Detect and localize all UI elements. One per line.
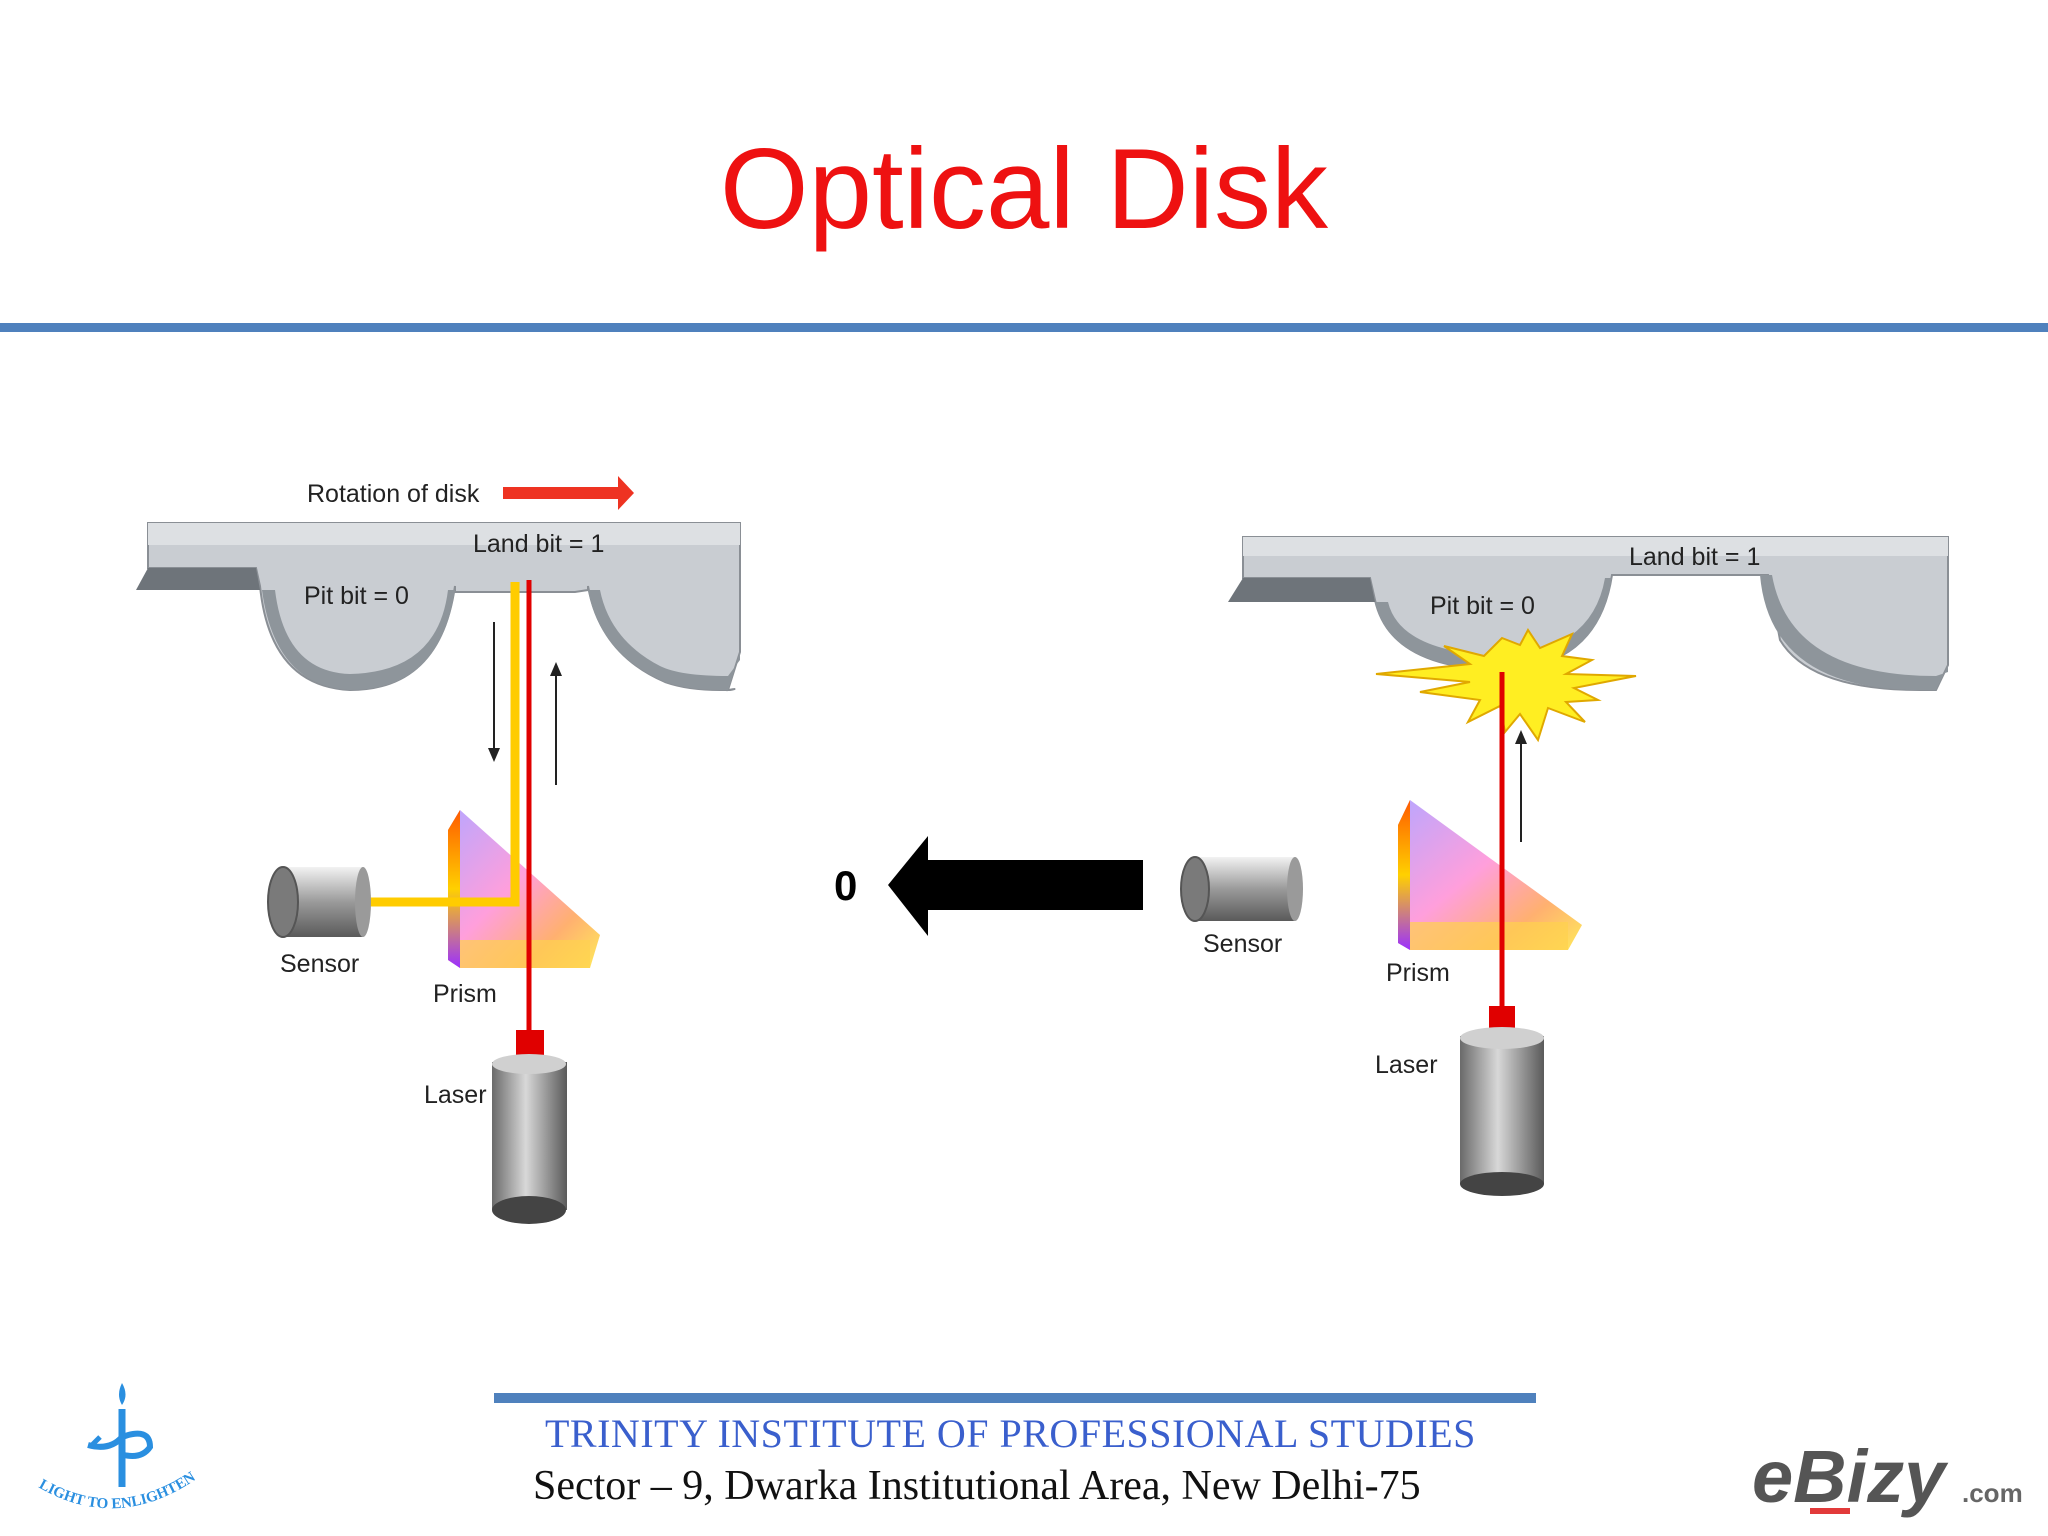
left-pit-bit-label: Pit bit = 0 <box>304 582 409 610</box>
right-land-bit-label: Land bit = 1 <box>1629 543 1760 571</box>
right-sensor-label: Sensor <box>1203 930 1282 958</box>
institute-logo-text: LIGHT TO ENLIGHTEN <box>36 1469 198 1512</box>
right-read-diagram: Land bit = 1 Pit bit = 0 Sensor Prism La… <box>1180 536 1949 1196</box>
institute-address: Sector – 9, Dwarka Institutional Area, N… <box>533 1463 1421 1509</box>
left-laser-label: Laser <box>424 1081 487 1109</box>
right-pit-bit-label: Pit bit = 0 <box>1430 592 1535 620</box>
left-read-diagram: Rotation of disk Land bit = 1 Pit bit = … <box>136 476 741 1224</box>
slide-title: Optical Disk <box>719 126 1329 253</box>
svg-text:LIGHT TO ENLIGHTEN: LIGHT TO ENLIGHTEN <box>36 1469 198 1512</box>
ebizy-logo: eBizy .com <box>1752 1435 2023 1518</box>
institute-logo: LIGHT TO ENLIGHTEN <box>36 1383 199 1512</box>
right-prism-label: Prism <box>1386 959 1450 987</box>
ebizy-logo-suffix: .com <box>1962 1478 2023 1508</box>
output-bit-value: 0 <box>834 862 857 909</box>
left-prism-label: Prism <box>433 980 497 1008</box>
right-laser-label: Laser <box>1375 1051 1438 1079</box>
optical-disk-diagram: Rotation of disk Land bit = 1 Pit bit = … <box>136 476 1949 1224</box>
institute-name: TRINITY INSTITUTE OF PROFESSIONAL STUDIE… <box>545 1411 1476 1456</box>
left-disk-surface <box>147 522 741 692</box>
left-sensor-label: Sensor <box>280 950 359 978</box>
title-divider <box>0 323 2048 332</box>
footer-divider <box>494 1393 1536 1403</box>
light-scatter-burst <box>1375 628 1637 743</box>
rotation-of-disk-label: Rotation of disk <box>307 480 480 508</box>
ebizy-logo-text: eBizy <box>1752 1435 1949 1518</box>
left-land-bit-label: Land bit = 1 <box>473 530 604 558</box>
output-arrow: 0 <box>834 836 1143 936</box>
